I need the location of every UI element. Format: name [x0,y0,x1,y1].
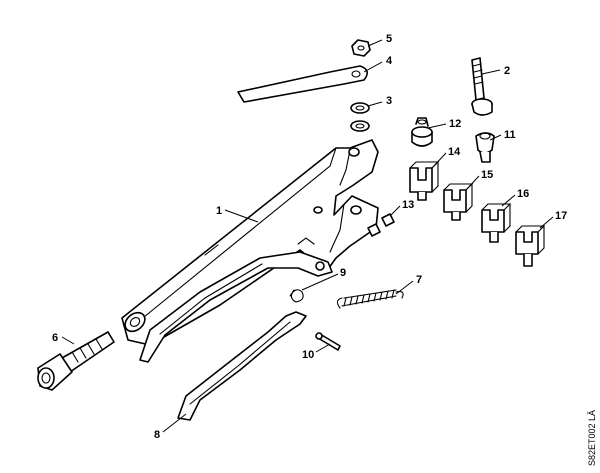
lower-handle [139,251,333,363]
callout-4: 4 [386,55,393,67]
callout-13: 13 [402,199,414,211]
callout-5: 5 [386,33,392,45]
leader-lines [61,39,554,433]
callout-labels: 1 2 3 4 5 6 7 8 9 10 11 12 13 14 15 16 1… [52,33,567,441]
callout-10: 10 [302,349,314,361]
callout-12: 12 [449,118,461,130]
plier-body-part-1 [121,139,379,346]
callout-11: 11 [504,129,516,141]
bolt-head-part-12 [411,117,433,147]
grip-part-8 [177,311,307,421]
jaw-part-15 [443,183,474,221]
jaw-part-17 [515,225,546,267]
jaw-part-14 [409,161,440,201]
spring-part-7 [336,289,404,309]
pin-part-10 [315,332,341,351]
washers-part-3 [350,102,370,132]
callout-14: 14 [448,146,461,158]
bolt-part-6 [37,331,115,391]
lever-part-4 [237,65,368,103]
sleeve-nut-part-11 [475,132,495,163]
spring-clip-part-9 [289,289,304,303]
set-screws-part-13 [367,213,395,237]
callout-8: 8 [154,429,160,441]
callout-1: 1 [216,205,222,217]
nut-part-5 [351,39,371,57]
callout-7: 7 [416,274,422,286]
drawing-code: S82ET002 LÄ [587,410,597,466]
callout-17: 17 [555,210,567,222]
callout-6: 6 [52,332,58,344]
jaw-part-16 [481,203,512,243]
callout-16: 16 [517,188,529,200]
callout-3: 3 [386,95,392,107]
callout-9: 9 [340,267,346,279]
screw-part-2 [471,57,493,116]
callout-2: 2 [504,65,510,77]
callout-15: 15 [481,169,493,181]
